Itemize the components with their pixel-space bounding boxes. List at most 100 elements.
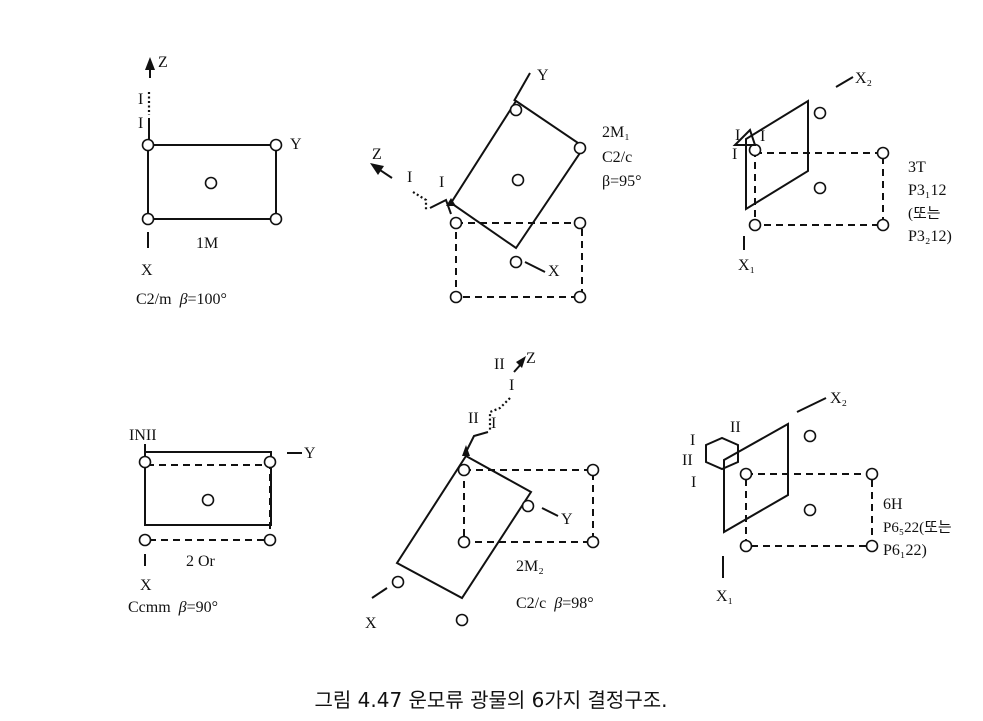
- x-axis-label: X: [140, 577, 152, 594]
- polytype-label: 2M₁: [602, 124, 630, 141]
- unit-cell-outline: [723, 422, 789, 534]
- atom-site: [269, 138, 283, 152]
- x2-axis-label: X₂: [855, 70, 872, 87]
- symmetry-name: C2/c: [516, 595, 546, 612]
- site-label-ii-top: II: [730, 419, 741, 436]
- projected-cell-outline: [754, 152, 884, 226]
- stacking-vector-dotted: [412, 191, 428, 210]
- atom-site: [511, 173, 525, 187]
- symmetry-name: C2/m: [136, 291, 172, 308]
- x-axis-line: [371, 587, 388, 599]
- beta-value: =98°: [562, 595, 593, 612]
- atom-site: [509, 103, 523, 117]
- atom-site: [457, 535, 471, 549]
- stacking-vector-dotted: [488, 397, 511, 430]
- atom-site: [521, 499, 535, 513]
- y-axis-label: Y: [304, 445, 316, 462]
- site-label-bottom: I: [138, 115, 143, 132]
- unit-cell-outline: [144, 451, 272, 526]
- site-label-i-bottom: I: [691, 474, 696, 491]
- alt-spacegroup-close: P3₂12): [908, 228, 952, 245]
- stacking-arrowhead: [462, 445, 470, 456]
- y-axis-label: Y: [537, 67, 549, 84]
- atom-site: [739, 539, 753, 553]
- stacking-vector-solid: [465, 431, 489, 453]
- z-axis-label: Z: [372, 146, 382, 163]
- site-label: INII: [129, 427, 157, 444]
- unit-cell-outline: [745, 99, 809, 211]
- atom-site: [803, 503, 817, 517]
- site-label-top: I: [138, 91, 143, 108]
- atom-site: [509, 255, 523, 269]
- x-axis-label: X: [365, 615, 377, 632]
- x1-axis-label: X₁: [716, 588, 733, 605]
- atom-site: [803, 429, 817, 443]
- unit-cell-outline: [395, 454, 533, 600]
- beta-symbol: β: [553, 595, 562, 612]
- site-label-c: I: [732, 146, 737, 163]
- site-label-i-mid: I: [491, 415, 496, 432]
- figure-caption: 그림 4.47 운모류 광물의 6가지 결정구조.: [314, 688, 667, 712]
- site-label-ii-top: II: [494, 356, 505, 373]
- atom-site: [813, 181, 827, 195]
- atom-site: [586, 463, 600, 477]
- atom-site: [876, 146, 890, 160]
- stacking-vector-solid: [429, 198, 452, 215]
- projected-cell-outline: [463, 469, 594, 543]
- atom-site: [455, 613, 469, 627]
- spacegroup-label: P6₅22(또는: [883, 519, 952, 536]
- site-label-i-top: I: [509, 377, 514, 394]
- symmetry-label: C2/m β=100°: [136, 291, 227, 308]
- atom-site: [138, 455, 152, 469]
- atom-site: [748, 218, 762, 232]
- site-label-b: I: [760, 128, 765, 145]
- site-label-ii-mid: II: [468, 410, 479, 427]
- z-axis-label: Z: [158, 54, 168, 71]
- x-axis-label: X: [548, 263, 560, 280]
- polytype-label: 3T: [908, 159, 926, 176]
- atom-site: [263, 455, 277, 469]
- atom-site: [449, 290, 463, 304]
- polytype-label: 1M: [196, 235, 218, 252]
- y-axis-line: [513, 72, 531, 102]
- atom-site: [457, 463, 471, 477]
- atom-site: [573, 141, 587, 155]
- polytype-label: 2 Or: [186, 553, 216, 570]
- atom-site: [813, 106, 827, 120]
- panel-1m: Z I I Y X 1M C2/m β=100°: [136, 54, 302, 308]
- z-axis-arrowhead: [370, 163, 384, 175]
- projected-cell-outline: [455, 222, 583, 298]
- alt-spacegroup-close: P6₁22): [883, 542, 927, 559]
- atom-site: [263, 533, 277, 547]
- y-axis-label: Y: [561, 511, 573, 528]
- site-label-ii-left: II: [682, 452, 693, 469]
- site-label-i-left: I: [690, 432, 695, 449]
- atom-site: [449, 216, 463, 230]
- atom-site: [141, 212, 155, 226]
- panel-2m1: Y X Z I I 2M₁ C2/c β=95°: [370, 67, 642, 304]
- polytype-label: 2M₂: [516, 558, 544, 575]
- projected-cell-outline: [147, 464, 271, 541]
- z-axis-arrowhead: [516, 356, 526, 368]
- panel-3t: X₂ I I I X₁ 3T P3₁12 (또는 P3₂12): [732, 70, 952, 274]
- x-axis-line: [524, 261, 546, 273]
- site-label-a: I: [407, 169, 412, 186]
- stacking-triangle: [732, 128, 757, 146]
- beta-symbol: β: [178, 599, 187, 616]
- x2-axis-line: [796, 397, 827, 413]
- symmetry-label: C2/c β=98°: [516, 595, 594, 612]
- symmetry-name: Ccmm: [128, 599, 171, 616]
- atom-site: [748, 143, 762, 157]
- stacking-hexagon: [705, 436, 739, 471]
- panel-2or: INII Y X 2 Or Ccmm β=90°: [128, 427, 316, 616]
- symmetry-label: C2/c: [602, 149, 632, 166]
- atom-site: [865, 539, 879, 553]
- stacking-arrowhead: [446, 198, 456, 206]
- atom-site: [269, 212, 283, 226]
- unit-cell-outline: [449, 99, 586, 250]
- site-label-a: I: [735, 127, 740, 144]
- symmetry-label: Ccmm β=90°: [128, 599, 218, 616]
- x1-axis-label: X₁: [738, 257, 755, 274]
- z-axis-label: Z: [526, 350, 536, 367]
